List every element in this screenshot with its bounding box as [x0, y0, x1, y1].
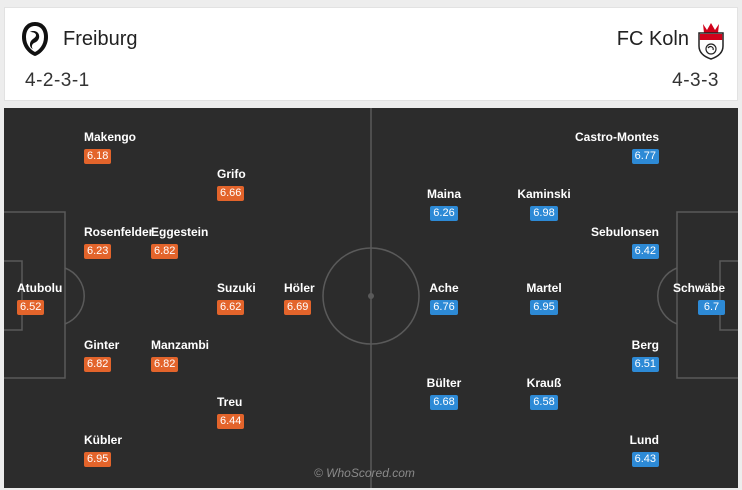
match-header: Freiburg 4-2-3-1 FC Koln 4-3-3 [4, 7, 738, 101]
player-sebulonsen[interactable]: Sebulonsen 6.42 [569, 225, 659, 259]
player-rating: 6.82 [151, 357, 179, 372]
player-name: Höler [284, 281, 315, 295]
player-rating: 6.95 [530, 300, 558, 315]
player-name: Ache [429, 281, 459, 295]
player-grifo[interactable]: Grifo 6.66 [217, 167, 307, 201]
player-name: Eggestein [151, 225, 209, 239]
away-team-name: FC Koln [616, 28, 689, 50]
player-castro-montes[interactable]: Castro-Montes 6.77 [569, 130, 659, 164]
player-suzuki[interactable]: Suzuki 6.62 [217, 281, 307, 315]
player-name: Castro-Montes [574, 130, 659, 144]
player-rating: 6.77 [631, 149, 659, 164]
player-name: Grifo [217, 167, 246, 181]
player-atubolu[interactable]: Atubolu 6.52 [17, 281, 107, 315]
freiburg-crest-icon [22, 22, 48, 56]
player-rating: 6.7 [698, 300, 725, 315]
player-name: Lund [629, 433, 659, 447]
player-name: Suzuki [217, 281, 256, 295]
player-berg[interactable]: Berg 6.51 [569, 338, 659, 372]
player-name: Kaminski [517, 187, 571, 201]
player-makengo[interactable]: Makengo 6.18 [84, 130, 174, 164]
player-rating: 6.62 [217, 300, 245, 315]
player-rating: 6.18 [84, 149, 112, 164]
player-rating: 6.44 [217, 414, 245, 429]
player-schwabe[interactable]: Schwäbe 6.7 [635, 281, 725, 315]
player-rating: 6.52 [17, 300, 45, 315]
player-rating: 6.26 [430, 206, 458, 221]
player-rating: 6.82 [84, 357, 112, 372]
player-krauss[interactable]: Krauß 6.58 [499, 376, 589, 410]
player-maina[interactable]: Maina 6.26 [399, 187, 489, 221]
player-ache[interactable]: Ache 6.76 [399, 281, 489, 315]
player-name: Bülter [426, 376, 462, 390]
player-rating: 6.23 [84, 244, 112, 259]
watermark: © WhoScored.com [314, 466, 415, 480]
player-rating: 6.98 [530, 206, 558, 221]
player-kaminski[interactable]: Kaminski 6.98 [499, 187, 589, 221]
player-rosenfelder[interactable]: Rosenfelder 6.23 [84, 225, 174, 259]
player-rating: 6.76 [430, 300, 458, 315]
player-name: Martel [526, 281, 562, 295]
away-formation: 4-3-3 [672, 70, 719, 91]
home-team-name: Freiburg [63, 28, 138, 50]
player-holer[interactable]: Höler 6.69 [284, 281, 374, 315]
player-rating: 6.43 [631, 452, 659, 467]
player-rating: 6.82 [151, 244, 179, 259]
player-name: Ginter [84, 338, 120, 352]
home-formation: 4-2-3-1 [25, 70, 90, 91]
player-martel[interactable]: Martel 6.95 [499, 281, 589, 315]
koln-crest-icon [698, 23, 724, 60]
player-name: Rosenfelder [84, 225, 154, 239]
player-ginter[interactable]: Ginter 6.82 [84, 338, 174, 372]
player-name: Treu [217, 395, 243, 409]
player-name: Sebulonsen [590, 225, 659, 239]
player-manzambi[interactable]: Manzambi 6.82 [151, 338, 241, 372]
player-name: Manzambi [151, 338, 210, 352]
player-name: Krauß [526, 376, 562, 390]
player-rating: 6.42 [631, 244, 659, 259]
player-rating: 6.69 [284, 300, 312, 315]
player-rating: 6.95 [84, 452, 112, 467]
pitch: Makengo 6.18 Grifo 6.66 Rosenfelder 6.23… [4, 108, 738, 488]
player-rating: 6.66 [217, 186, 245, 201]
player-lund[interactable]: Lund 6.43 [569, 433, 659, 467]
pitch-markings [4, 108, 738, 488]
player-name: Atubolu [17, 281, 63, 295]
player-name: Schwäbe [672, 281, 725, 295]
player-rating: 6.58 [530, 395, 558, 410]
player-kubler[interactable]: Kübler 6.95 [84, 433, 174, 467]
player-name: Berg [631, 338, 659, 352]
player-name: Makengo [84, 130, 137, 144]
player-name: Maina [426, 187, 461, 201]
player-treu[interactable]: Treu 6.44 [217, 395, 307, 429]
player-rating: 6.68 [430, 395, 458, 410]
player-rating: 6.51 [631, 357, 659, 372]
player-eggestein[interactable]: Eggestein 6.82 [151, 225, 241, 259]
player-name: Kübler [84, 433, 123, 447]
player-bulter[interactable]: Bülter 6.68 [399, 376, 489, 410]
